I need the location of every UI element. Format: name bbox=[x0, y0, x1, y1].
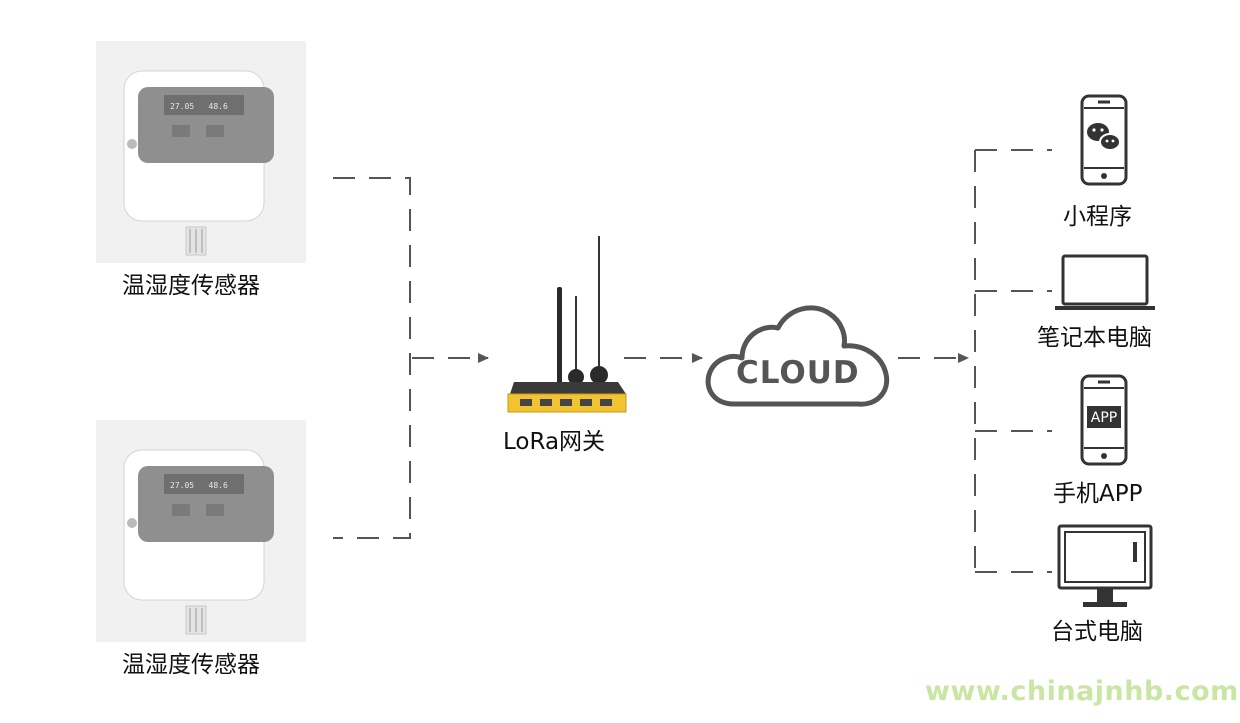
watermark-text: www.chinajnhb.com bbox=[925, 676, 1239, 707]
wechat-phone-icon bbox=[1080, 94, 1128, 186]
desktop-monitor-icon bbox=[1057, 524, 1153, 607]
device-label: 小程序 bbox=[1063, 204, 1132, 230]
cloud-label: CLOUD bbox=[736, 355, 860, 391]
app-phone-icon bbox=[1080, 374, 1128, 466]
device-label: 手机APP bbox=[1053, 481, 1143, 507]
laptop-icon bbox=[1055, 254, 1155, 310]
router-icon bbox=[507, 236, 627, 413]
sensor-image: 27.05 48.6 bbox=[96, 420, 306, 642]
device-label: 台式电脑 bbox=[1051, 619, 1143, 645]
cloud-icon bbox=[705, 305, 890, 407]
gateway-label: LoRa网关 bbox=[503, 429, 606, 455]
sensor-image: 27.05 48.6 bbox=[96, 41, 306, 263]
sensor-label: 温湿度传感器 bbox=[122, 273, 260, 299]
app-screen-text: APP bbox=[1090, 410, 1118, 426]
sensor-bracket-line bbox=[333, 177, 411, 539]
svg-text:27.05 48.6: 27.05 48.6 bbox=[170, 102, 228, 111]
device-label: 笔记本电脑 bbox=[1037, 325, 1152, 351]
svg-text:27.05 48.6: 27.05 48.6 bbox=[170, 481, 228, 490]
sensor-label: 温湿度传感器 bbox=[122, 652, 260, 678]
